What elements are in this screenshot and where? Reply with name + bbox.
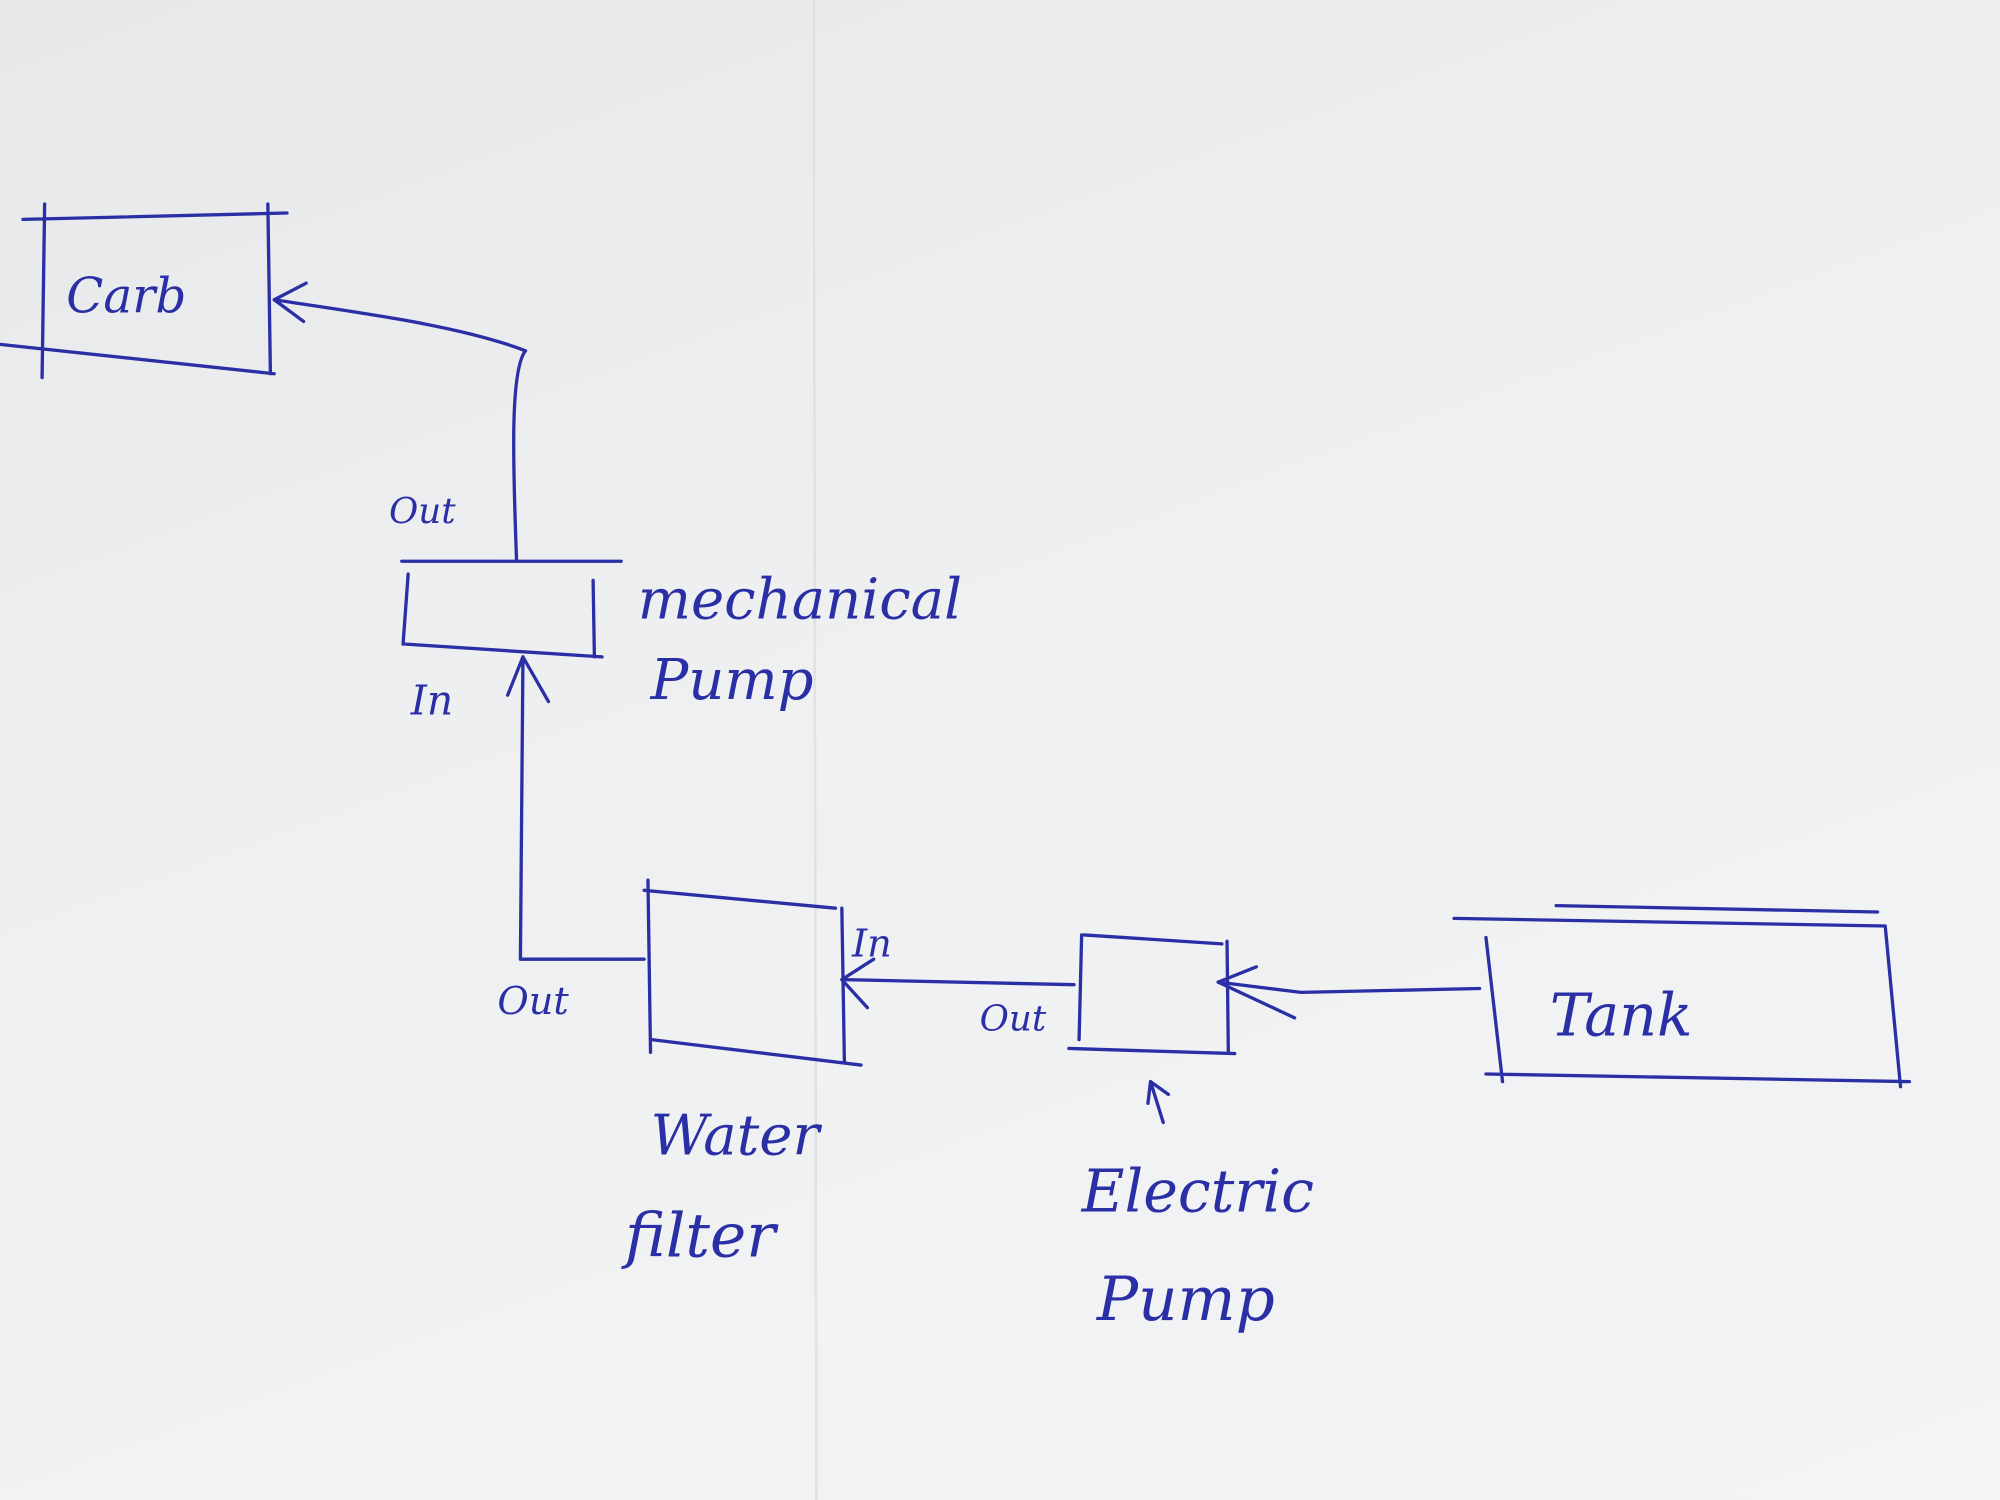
mechanical-pump-label-line1: mechanical [638, 568, 962, 633]
mechanical-pump-in-label: In [410, 676, 453, 724]
electric-pump-box: Out Electric Pump [980, 933, 1314, 1335]
water-filter-label-line2: filter [621, 1200, 779, 1271]
tank-box: Tank [1452, 903, 1912, 1089]
water-filter-label-line1: Water [651, 1103, 823, 1168]
mechanical-pump-label-line2: Pump [650, 648, 814, 713]
mechanical-pump-box: Out In mechanical Pump [389, 491, 962, 724]
water-filter-out-label: Out [497, 979, 569, 1024]
tank-label: Tank [1550, 982, 1693, 1050]
water-filter-box: Out In Water filter [497, 878, 892, 1271]
electric-pump-pointer-arrow [1146, 1079, 1171, 1125]
electric-pump-label-line1: Electric [1081, 1158, 1314, 1226]
carb-box: Carb [0, 202, 289, 380]
arrow-mechpump-to-carb [272, 281, 528, 563]
arrow-tank-to-electricpump [1216, 965, 1482, 1020]
arrow-electricpump-to-filter [840, 957, 1076, 1010]
mechanical-pump-out-label: Out [389, 491, 456, 532]
arrow-filter-to-mechpump [505, 655, 646, 961]
paper-fold [812, 0, 818, 1500]
electric-pump-label-line2: Pump [1096, 1264, 1275, 1335]
electric-pump-out-label: Out [980, 999, 1047, 1040]
carb-label: Carb [66, 269, 186, 325]
